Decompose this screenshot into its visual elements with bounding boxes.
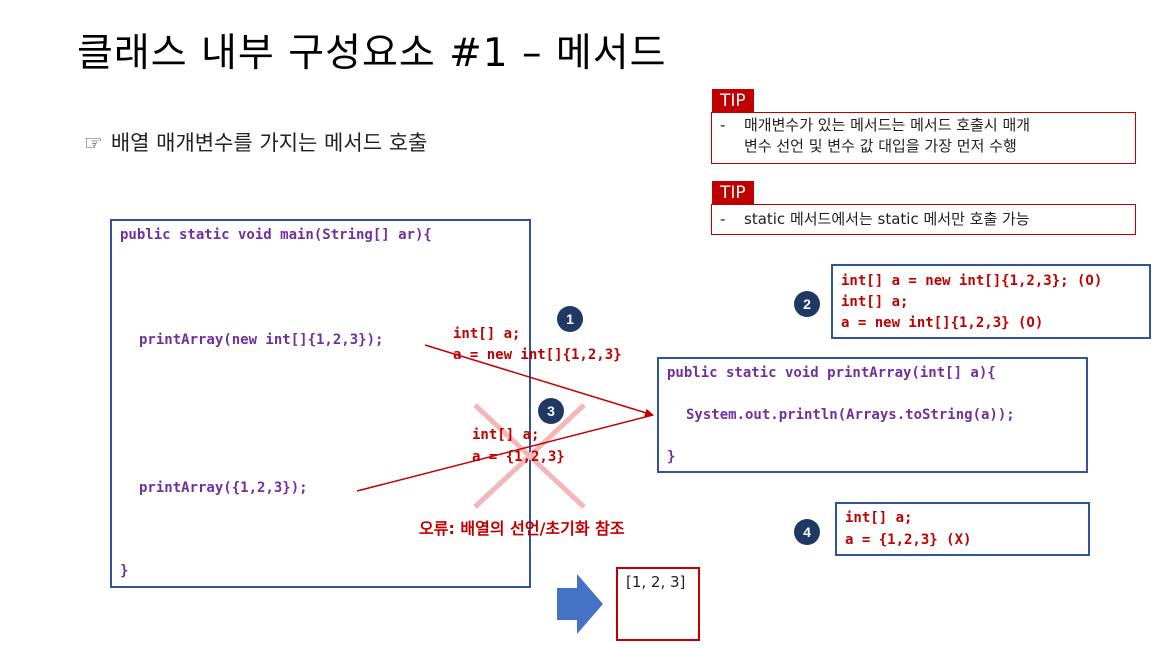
error-message: 오류: 배열의 선언/초기화 참조	[419, 519, 625, 538]
step-4-line-2: a = {1,2,3} (X)	[845, 532, 972, 548]
subtitle-text: 배열 매개변수를 가지는 메서드 호출	[110, 131, 428, 155]
tip-dash: -	[720, 116, 726, 134]
tip-2-line-1: static 메서드에서는 static 메서만 호출 가능	[744, 210, 1030, 228]
step-4-badge: 4	[794, 519, 820, 545]
step-1-line-2: a = new int[]{1,2,3}	[453, 347, 622, 363]
pointing-hand-icon: ☞	[84, 131, 103, 155]
tip-1-line-2: 변수 선언 및 변수 값 대입을 가장 먼저 수행	[744, 137, 1017, 155]
slide-title: 클래스 내부 구성요소 #1 – 메서드	[77, 31, 667, 76]
main-signature: public static void main(String[] ar){	[120, 227, 432, 243]
tip-1-line-1: 매개변수가 있는 메서드는 메서드 호출시 매개	[744, 116, 1031, 134]
step-4-box	[835, 502, 1090, 556]
call-literal-array: printArray({1,2,3});	[139, 480, 308, 496]
tip-dash: -	[720, 210, 726, 228]
slide-subtitle: ☞ 배열 매개변수를 가지는 메서드 호출	[84, 127, 427, 157]
step-2-line-1: int[] a = new int[]{1,2,3}; (O)	[841, 273, 1103, 289]
main-method-box	[110, 219, 531, 588]
tip-tag-1: TIP	[712, 89, 754, 113]
step-2-line-3: a = new int[]{1,2,3} (O)	[841, 315, 1044, 331]
step-2-box	[831, 264, 1151, 339]
call-new-array: printArray(new int[]{1,2,3});	[139, 332, 384, 348]
step-2-badge: 2	[794, 291, 820, 317]
result-arrow-icon	[557, 574, 603, 634]
arrow-call-2	[356, 414, 654, 492]
main-close-brace: }	[120, 563, 129, 579]
cross-line-2	[473, 403, 586, 509]
tip-box-1: -매개변수가 있는 메서드는 메서드 호출시 매개 변수 선언 및 변수 값 대…	[711, 112, 1136, 164]
output-result-text: [1, 2, 3]	[626, 573, 686, 591]
tip-box-2: -static 메서드에서는 static 메서만 호출 가능	[711, 204, 1136, 235]
step-1-badge: 1	[557, 306, 583, 332]
arrow-call-1	[424, 344, 654, 417]
step-3-badge: 3	[538, 398, 564, 424]
println-statement: System.out.println(Arrays.toString(a));	[686, 407, 1015, 423]
printarray-signature: public static void printArray(int[] a){	[667, 365, 996, 381]
tip-tag-2: TIP	[712, 181, 754, 205]
output-result-box: [1, 2, 3]	[616, 567, 700, 641]
step-3-line-1: int[] a;	[472, 427, 540, 443]
printarray-method-box	[657, 357, 1088, 473]
step-4-line-1: int[] a;	[845, 510, 913, 526]
step-2-line-2: int[] a;	[841, 294, 909, 310]
printarray-close-brace: }	[667, 449, 676, 465]
step-1-line-1: int[] a;	[453, 326, 521, 342]
step-3-line-2: a = {1,2,3}	[472, 449, 565, 465]
